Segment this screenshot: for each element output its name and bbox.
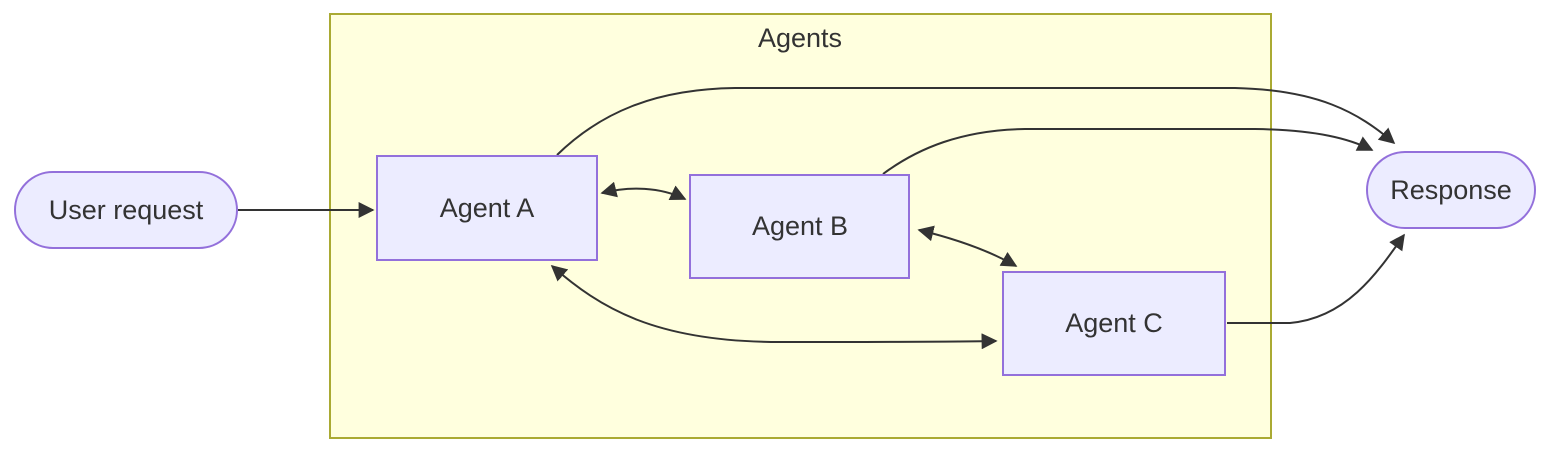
node-agent-b: Agent B (689, 174, 910, 279)
edge-agent-b-to-response (882, 128, 1374, 175)
response-shape (1366, 151, 1536, 229)
agent-c-shape (1002, 271, 1226, 376)
edge-agent-a-agent-b (600, 181, 687, 200)
edge-agent-a-to-response (556, 87, 1396, 156)
agents-cluster-label: Agents (758, 23, 842, 53)
node-agent-a: Agent A (376, 155, 598, 261)
edge-agent-c-to-response (1227, 233, 1405, 324)
agent-a-shape (376, 155, 598, 261)
agent-b-shape (689, 174, 910, 279)
user-request-label: User request (49, 195, 204, 225)
user-request-shape (14, 171, 238, 249)
agent-a-label: Agent A (440, 193, 535, 223)
edge-agent-b-agent-c (917, 225, 1018, 267)
node-user-request: User request (14, 171, 238, 249)
node-response: Response (1366, 151, 1536, 229)
response-label: Response (1390, 175, 1512, 205)
edge-agent-a-agent-c (550, 264, 998, 350)
agent-c-label: Agent C (1065, 308, 1163, 338)
node-agent-c: Agent C (1002, 271, 1226, 376)
agent-b-label: Agent B (752, 211, 848, 241)
